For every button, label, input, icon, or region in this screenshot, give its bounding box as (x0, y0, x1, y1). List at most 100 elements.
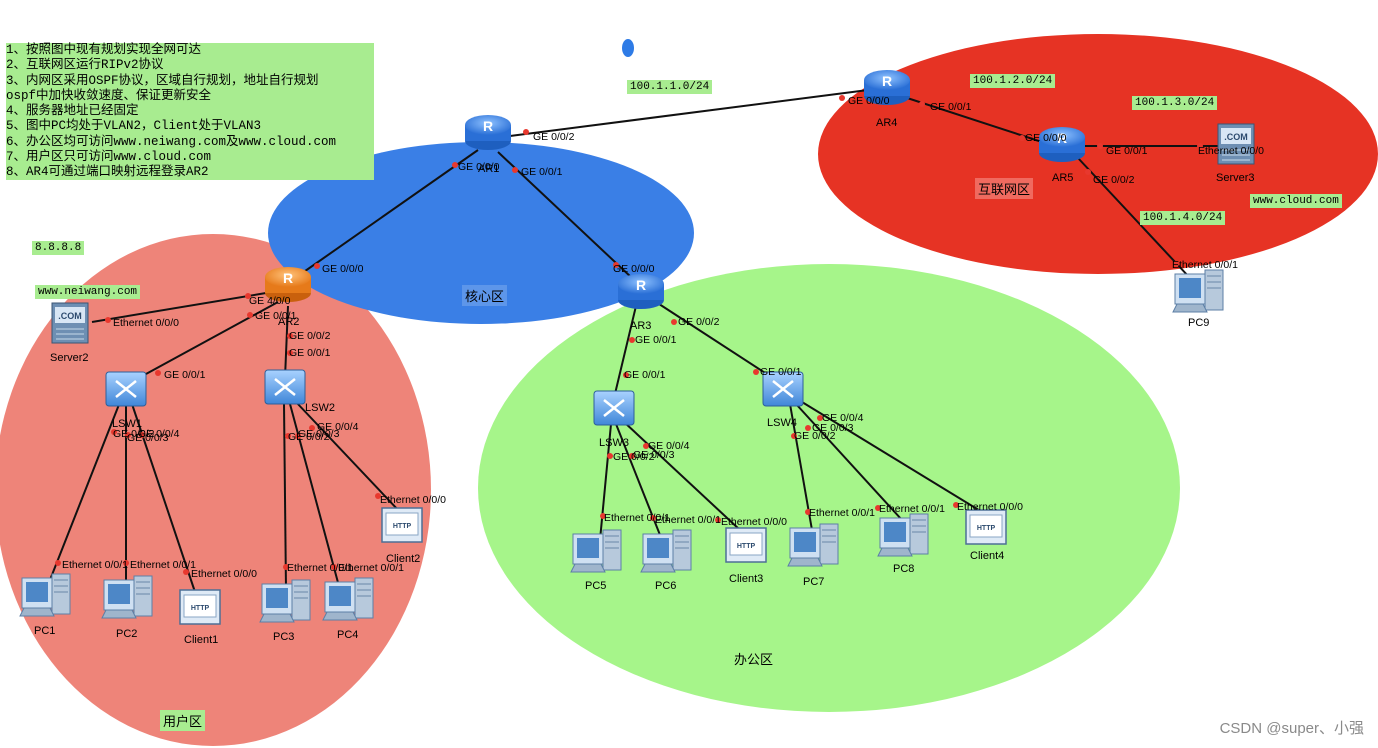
note-line: ospf中加快收敛速度、保证更新安全 (6, 88, 212, 103)
note-line: 4、服务器地址已经固定 (6, 104, 139, 119)
zone-label-internet: 互联网区 (975, 178, 1034, 199)
device-name: Client1 (184, 634, 219, 646)
port-label: GE 0/0/0 (613, 263, 655, 275)
router-icon[interactable]: R (1039, 127, 1085, 162)
port-dot (805, 425, 811, 431)
network-tag: 100.1.3.0/24 (1132, 96, 1218, 110)
port-label: GE 0/0/2 (113, 428, 155, 440)
svg-text:.COM: .COM (58, 311, 82, 321)
port-dot (805, 509, 811, 515)
device-name: AR2 (278, 316, 300, 328)
device-name: PC9 (1188, 317, 1210, 329)
http-client-icon[interactable]: HTTP (381, 507, 423, 543)
svg-text:HTTP: HTTP (977, 525, 996, 532)
port-dot (314, 263, 320, 269)
port-dot (1197, 143, 1203, 149)
pc-icon[interactable] (259, 579, 311, 623)
port-label: GE 0/0/0 (1025, 132, 1067, 144)
note-line: 6、办公区均可访问www.neiwang.com及www.cloud.com (6, 134, 337, 149)
port-label: GE 0/0/1 (164, 369, 206, 381)
port-dot (452, 162, 458, 168)
link-lsw4-client4 (801, 401, 983, 513)
pc-icon[interactable] (19, 573, 71, 617)
port-label: GE 0/0/1 (255, 310, 297, 322)
port-dot (839, 95, 845, 101)
port-dot (523, 129, 529, 135)
port-dot (55, 560, 61, 566)
port-dot (309, 425, 315, 431)
port-label: GE 0/0/1 (624, 369, 666, 381)
switch-icon[interactable] (593, 390, 635, 426)
port-dot (953, 502, 959, 508)
link-ar1-ar4 (509, 89, 869, 137)
router-icon[interactable]: R (465, 115, 511, 150)
port-dot (287, 333, 293, 339)
http-client-icon[interactable]: HTTP (965, 509, 1007, 545)
server-icon[interactable]: .COM (51, 302, 89, 344)
port-dot (287, 350, 293, 356)
port-dot (715, 517, 721, 523)
port-dot (1019, 135, 1025, 141)
link-lsw2-client2 (295, 401, 401, 513)
device-name: PC2 (116, 628, 138, 640)
port-dot (512, 167, 518, 173)
port-label: GE 0/0/0 (848, 95, 890, 107)
pc-icon[interactable] (101, 575, 153, 619)
port-dot (1085, 169, 1091, 175)
port-dot (1173, 261, 1179, 267)
device-name: AR4 (876, 117, 898, 129)
port-dot (285, 433, 291, 439)
port-label: GE 0/0/0 (322, 263, 364, 275)
pc-icon[interactable] (877, 513, 929, 557)
svg-text:R: R (283, 270, 293, 286)
port-label: Ethernet 0/0/1 (604, 512, 670, 524)
office-zone (478, 264, 1180, 712)
port-label: GE 0/0/3 (812, 422, 854, 434)
link-ar5-pc9 (1077, 157, 1191, 279)
port-label: GE 0/0/1 (760, 366, 802, 378)
device-name: LSW4 (767, 417, 797, 429)
device-name: LSW1 (112, 418, 142, 430)
internet-zone (818, 34, 1378, 274)
pc-icon[interactable] (322, 577, 374, 621)
port-label: Ethernet 0/0/1 (62, 559, 128, 571)
switch-icon[interactable] (762, 371, 804, 407)
router-icon[interactable]: R (864, 70, 910, 105)
http-client-icon[interactable]: HTTP (725, 527, 767, 563)
device-name: Client4 (970, 550, 1005, 562)
blue-dot (622, 39, 634, 57)
switch-icon[interactable] (264, 369, 306, 405)
port-dot (629, 337, 635, 343)
port-dot (629, 453, 635, 459)
pc-icon[interactable] (570, 529, 622, 573)
device-name: LSW3 (599, 437, 629, 449)
link-lsw1-pc1 (47, 401, 121, 586)
port-label: GE 0/0/4 (138, 428, 180, 440)
device-name: PC7 (803, 576, 825, 588)
http-client-icon[interactable]: HTTP (179, 589, 221, 625)
port-label: GE 0/0/2 (678, 316, 720, 328)
switch-icon[interactable] (105, 371, 147, 407)
port-dot (650, 515, 656, 521)
router-icon[interactable]: R (265, 267, 311, 302)
server-icon[interactable]: .COM (1217, 123, 1255, 165)
port-label: Ethernet 0/0/1 (130, 559, 196, 571)
pc-icon[interactable] (640, 529, 692, 573)
port-dot (295, 433, 301, 439)
domain-tag: www.cloud.com (1250, 194, 1342, 208)
port-label: GE 0/0/2 (1093, 174, 1135, 186)
device-name: Server2 (50, 352, 89, 364)
device-name: PC8 (893, 563, 915, 575)
port-dot (600, 513, 606, 519)
port-label: GE 0/0/1 (930, 101, 972, 113)
pc-icon[interactable] (787, 523, 839, 567)
note-line: 8、AR4可通过端口映射远程登录AR2 (6, 165, 209, 180)
note-line: 2、互联网区运行RIPv2协议 (6, 58, 164, 73)
router-icon[interactable]: R (618, 274, 664, 309)
port-label: Ethernet 0/0/1 (879, 503, 945, 515)
port-label: Ethernet 0/0/1 (809, 507, 875, 519)
pc-icon[interactable] (1172, 269, 1224, 313)
port-label: Ethernet 0/0/0 (957, 501, 1023, 513)
dns-tag: 8.8.8.8 (32, 241, 85, 255)
port-label: GE 0/0/3 (127, 432, 169, 444)
